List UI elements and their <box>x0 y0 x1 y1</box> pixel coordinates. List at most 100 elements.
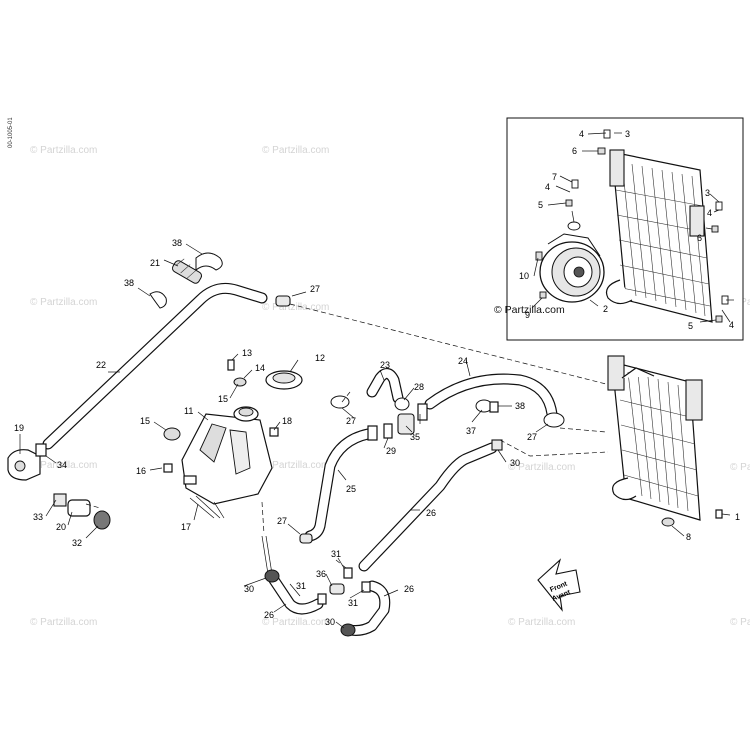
callout-6: 6 <box>697 233 702 243</box>
callout-36: 36 <box>316 569 326 579</box>
callout-14: 14 <box>255 363 265 373</box>
clamp-27 <box>275 295 291 307</box>
callout-13: 13 <box>242 348 252 358</box>
callout-30: 30 <box>325 617 335 627</box>
callout-31: 31 <box>331 549 341 559</box>
callout-33: 33 <box>33 512 43 522</box>
callout-8: 8 <box>686 532 691 542</box>
callout-38: 38 <box>172 238 182 248</box>
clamp-31 <box>343 567 353 579</box>
fitting-33 <box>53 493 67 507</box>
callout-2: 2 <box>603 304 608 314</box>
callout-4: 4 <box>729 320 734 330</box>
inset-fasteners <box>535 129 729 323</box>
callout-38: 38 <box>124 278 134 288</box>
callout-27: 27 <box>346 416 356 426</box>
hose-25 <box>304 428 374 542</box>
callout-3: 3 <box>705 188 710 198</box>
watermark: © Partzilla.com <box>30 617 97 628</box>
callout-15: 15 <box>218 394 228 404</box>
callout-4: 4 <box>579 129 584 139</box>
clamp-32 <box>93 510 111 530</box>
callout-22: 22 <box>96 360 106 370</box>
clamp-31 <box>361 581 371 593</box>
fitting-18 <box>269 427 279 437</box>
callout-5: 5 <box>538 200 543 210</box>
callout-27: 27 <box>310 284 320 294</box>
clamps-and-fittings <box>7 252 565 637</box>
callout-4: 4 <box>707 208 712 218</box>
clamp-34 <box>35 443 47 457</box>
clamp-30 <box>340 623 356 637</box>
watermark: © Partzilla.com <box>508 462 575 473</box>
clamp-38 <box>149 291 167 309</box>
hose-26-left <box>268 574 324 615</box>
callout-24: 24 <box>458 356 468 366</box>
clamp-30 <box>491 439 503 451</box>
hose-23 <box>366 368 404 404</box>
callout-30: 30 <box>510 458 520 468</box>
callout-34: 34 <box>57 460 67 470</box>
watermark-inset: © Partzilla.com <box>494 304 565 316</box>
callout-16: 16 <box>136 466 146 476</box>
inset-fan <box>539 233 605 303</box>
callout-7: 7 <box>552 172 557 182</box>
hose-26-main <box>358 442 498 572</box>
hose-24 <box>424 373 558 420</box>
clamp-30 <box>264 569 280 583</box>
callout-27: 27 <box>527 432 537 442</box>
hose-26-lower <box>344 580 391 636</box>
callout-35: 35 <box>410 432 420 442</box>
callout-20: 20 <box>56 522 66 532</box>
callout-15: 15 <box>140 416 150 426</box>
callout-27: 27 <box>277 516 287 526</box>
front-direction-arrow: Front Avant <box>537 558 581 612</box>
clamp-27 <box>543 412 565 428</box>
watermark: © Partzilla.com <box>508 617 575 628</box>
nut-16 <box>163 463 173 473</box>
callout-32: 32 <box>72 538 82 548</box>
watermark: © Partzilla.com <box>262 617 329 628</box>
callout-31: 31 <box>296 581 306 591</box>
callout-21: 21 <box>150 258 160 268</box>
watermark: © Partzilla.com <box>30 145 97 156</box>
coolant-reservoir <box>181 406 273 519</box>
radiator-fins <box>619 371 699 512</box>
overflow-tube <box>261 535 269 575</box>
inset-fan-assembly: © Partzilla.com <box>494 117 744 341</box>
watermark: © Partzilla.com <box>262 302 329 313</box>
connector-35 <box>397 413 415 435</box>
clamp-31 <box>317 593 327 605</box>
clamp-29 <box>383 423 393 439</box>
clamp-27 <box>330 395 350 409</box>
callout-37: 37 <box>466 426 476 436</box>
overflow-tube <box>265 535 273 575</box>
inset-radiator-tank <box>609 149 625 187</box>
clamp-27 <box>299 533 313 544</box>
radiator-bumper <box>661 517 675 527</box>
callout-26: 26 <box>264 610 274 620</box>
callout-38: 38 <box>515 401 525 411</box>
callout-12: 12 <box>315 353 325 363</box>
callout-23: 23 <box>380 360 390 370</box>
callout-29: 29 <box>386 446 396 456</box>
leader-lines <box>19 243 731 629</box>
washer-15 <box>233 377 247 387</box>
callout-numbers: 4 3 6 7 4 5 3 4 6 10 9 2 5 4 1 8 19 34 3… <box>14 129 740 627</box>
drawing-code: 00-1005-01 <box>8 117 14 148</box>
grommet-15 <box>163 427 181 441</box>
callout-26: 26 <box>404 584 414 594</box>
bracket-38 <box>489 401 499 413</box>
dashed-connectors <box>85 303 609 569</box>
callout-3: 3 <box>625 129 630 139</box>
inset-leaders <box>531 132 734 323</box>
callout-30: 30 <box>244 584 254 594</box>
callout-19: 19 <box>14 423 24 433</box>
reservoir-cap <box>265 370 303 390</box>
clamp-29 <box>417 403 428 421</box>
callout-11: 11 <box>184 406 193 416</box>
callout-4: 4 <box>545 182 550 192</box>
callout-6: 6 <box>572 146 577 156</box>
callout-17: 17 <box>181 522 191 532</box>
